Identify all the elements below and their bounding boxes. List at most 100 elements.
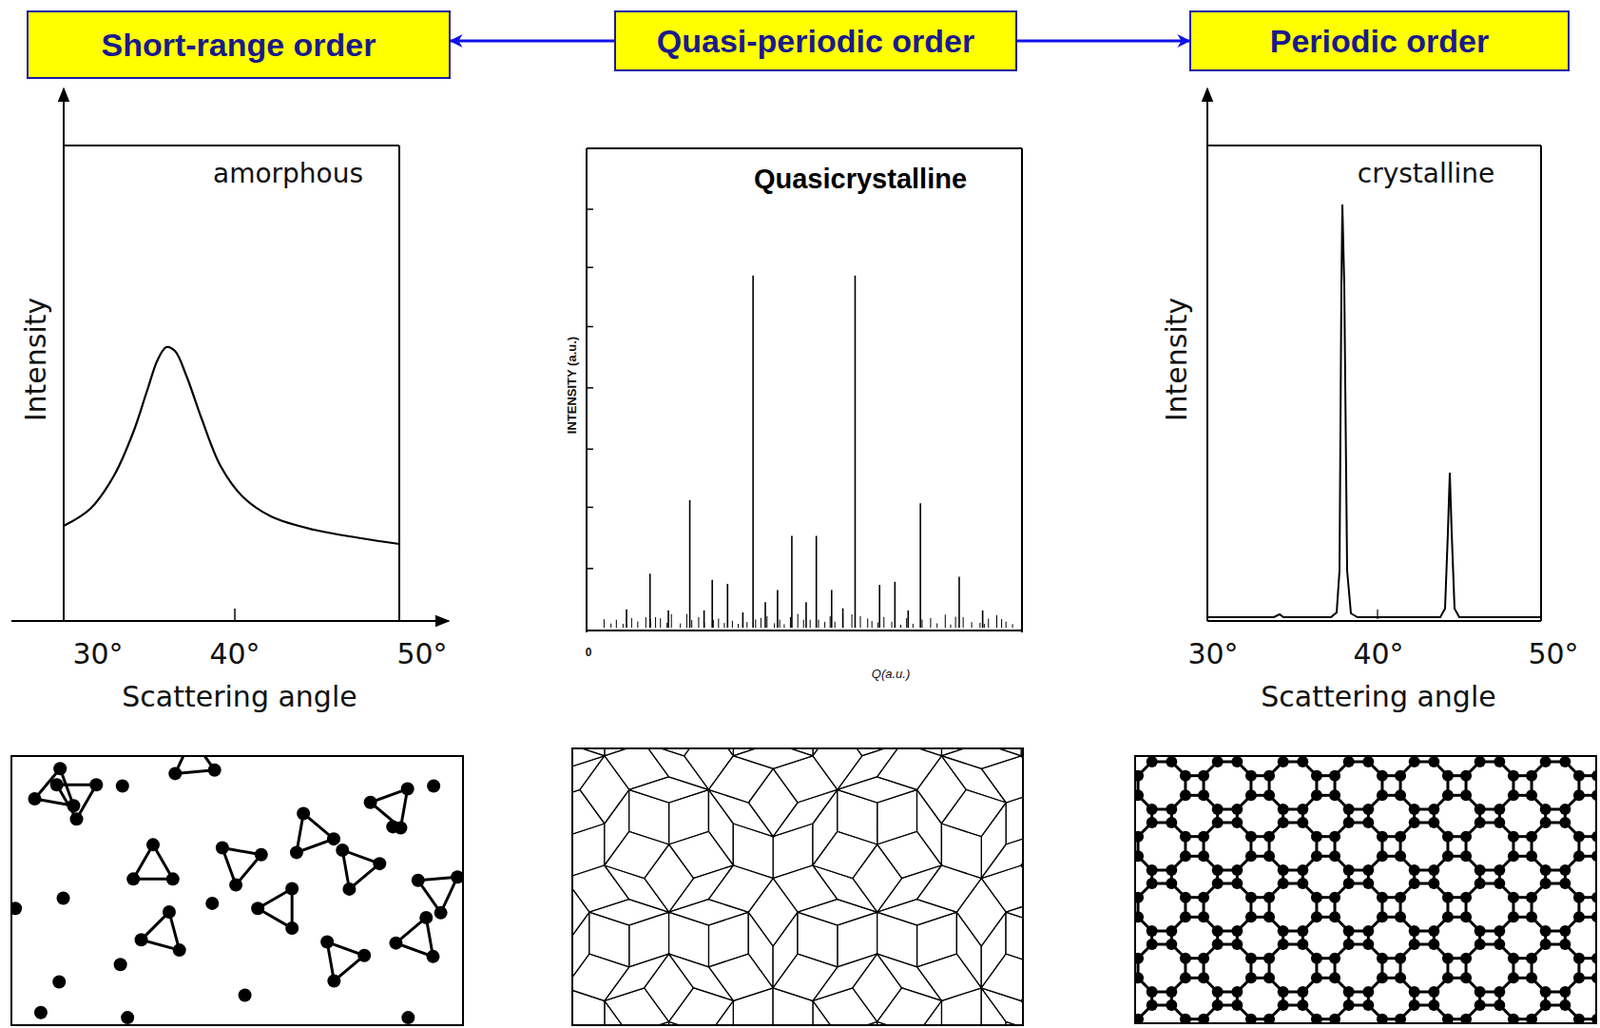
octagon-ring	[1465, 761, 1514, 810]
atom	[1525, 789, 1538, 801]
atom	[1296, 877, 1309, 889]
atom	[1573, 952, 1585, 964]
atom	[1442, 910, 1454, 923]
diffraction-peak	[842, 608, 845, 628]
atom	[1540, 985, 1552, 998]
diffraction-peak	[912, 623, 914, 628]
atom	[1343, 755, 1355, 768]
diffraction-peak	[958, 576, 961, 628]
atom	[1134, 952, 1144, 964]
atom	[1277, 999, 1290, 1011]
diffraction-peak	[779, 619, 781, 628]
atom	[1460, 789, 1472, 801]
atom	[1231, 816, 1243, 829]
atom	[1310, 789, 1323, 801]
atom	[1394, 971, 1407, 984]
atom	[1591, 971, 1598, 984]
diffraction-peak	[871, 620, 873, 628]
atom	[1408, 816, 1421, 829]
axis-label: Intensity	[21, 297, 51, 423]
atom	[1245, 952, 1257, 964]
rhombus-tile	[708, 865, 773, 912]
octagon-ring	[1400, 883, 1448, 931]
atom	[1507, 849, 1520, 862]
atom	[1197, 849, 1210, 862]
atom	[1212, 999, 1224, 1011]
atom	[1146, 938, 1158, 950]
atom	[1179, 770, 1192, 782]
rhombus-tile	[708, 755, 773, 803]
diffraction-peak	[625, 609, 628, 628]
diffraction-peak	[906, 617, 907, 628]
atom	[296, 806, 310, 820]
title-box: Periodic order	[1189, 10, 1570, 72]
diffraction-peak	[1005, 621, 1007, 628]
atom	[1362, 816, 1374, 829]
atom	[1263, 1013, 1275, 1024]
diffraction-peak	[746, 621, 748, 628]
atom	[1263, 849, 1275, 862]
atom	[1573, 910, 1585, 923]
axis-line	[11, 619, 449, 622]
atom	[1507, 830, 1520, 843]
atom	[1329, 830, 1341, 843]
atom	[1179, 952, 1192, 964]
atom	[1427, 999, 1440, 1011]
atom	[1460, 849, 1472, 862]
atom	[411, 873, 425, 887]
atom	[372, 856, 386, 870]
atom	[1343, 925, 1355, 937]
atom	[1507, 891, 1520, 904]
atom	[1376, 770, 1388, 782]
atom	[1394, 789, 1407, 801]
plot-frame	[1207, 144, 1542, 147]
atom	[146, 837, 160, 851]
axis-label: Scattering angle	[1260, 682, 1496, 712]
atom	[1507, 910, 1520, 923]
atom	[1460, 770, 1472, 782]
atom	[1231, 755, 1243, 768]
rhombus-tile	[669, 987, 734, 1026]
atom	[10, 901, 22, 915]
octagon-ring	[1137, 761, 1186, 810]
atom	[1362, 999, 1374, 1011]
rhombus-tile	[981, 830, 1024, 878]
atom	[1427, 925, 1440, 937]
atom	[238, 988, 252, 1003]
plot-frame	[1021, 148, 1023, 633]
octagon-ring	[1269, 761, 1317, 810]
title-box: Quasi-periodic order	[614, 10, 1018, 72]
atom	[1460, 830, 1472, 843]
diffraction-peak	[877, 621, 879, 628]
atom	[1165, 985, 1177, 998]
rhombus-tile	[772, 953, 838, 1001]
atom	[1540, 925, 1552, 937]
atom	[1296, 999, 1309, 1011]
atom	[434, 906, 448, 920]
atom	[1329, 789, 1341, 801]
atom	[1408, 864, 1421, 876]
octagon-ring	[1334, 944, 1383, 992]
atom	[1277, 938, 1290, 950]
atom	[1310, 830, 1323, 843]
diffraction-peak	[766, 616, 768, 628]
diffraction-peak	[726, 583, 729, 628]
atom	[1231, 925, 1243, 937]
atom	[1525, 830, 1538, 843]
diffraction-peak	[867, 617, 868, 628]
atom	[1559, 864, 1571, 876]
tick-mark	[233, 608, 236, 621]
atom	[134, 932, 149, 946]
atom	[250, 901, 265, 915]
atom	[1329, 1013, 1341, 1024]
atom	[1212, 925, 1224, 937]
atom	[1212, 864, 1224, 876]
octagon-ring	[1465, 883, 1514, 931]
diffraction-peak	[955, 616, 957, 628]
atom	[1408, 938, 1421, 950]
diffraction-peak	[1001, 618, 1003, 628]
atom	[1427, 985, 1440, 998]
tick-mark	[586, 326, 594, 328]
atom	[1310, 971, 1323, 984]
atom	[1493, 803, 1505, 815]
